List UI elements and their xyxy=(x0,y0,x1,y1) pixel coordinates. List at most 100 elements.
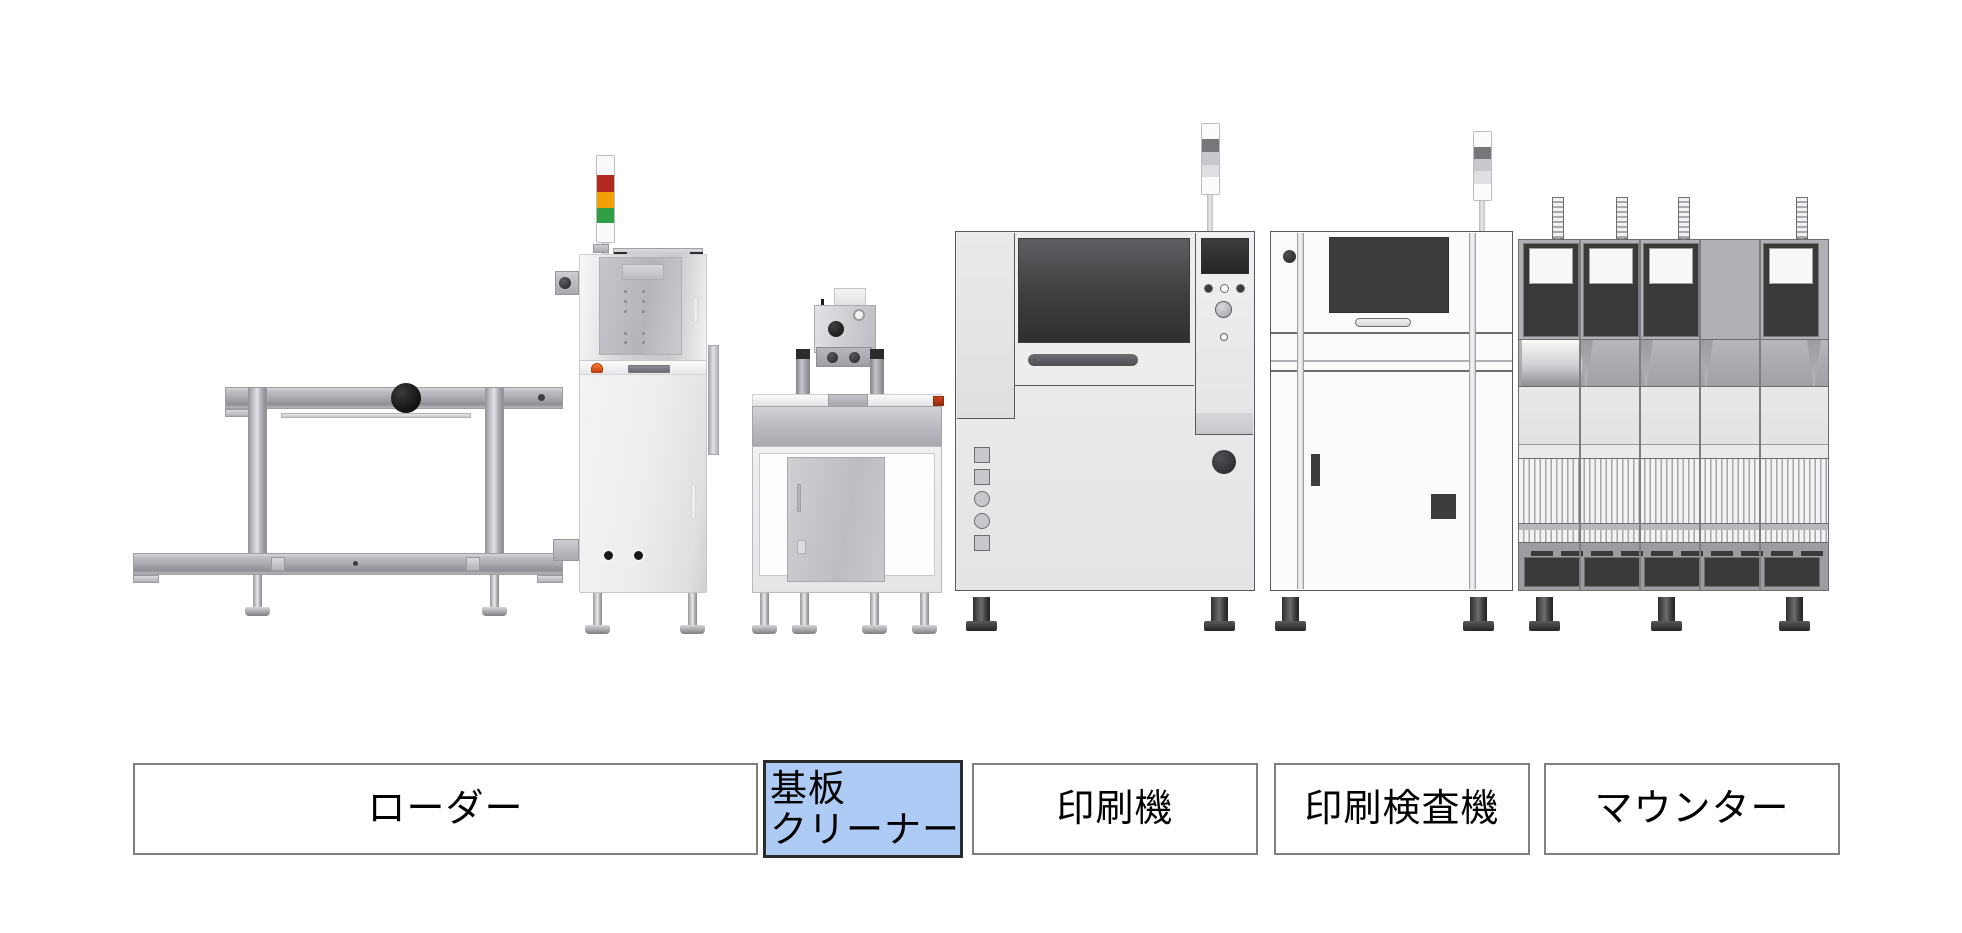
printer-main-button xyxy=(1215,301,1232,318)
mounter-feeder-bank-1 xyxy=(1519,459,1828,524)
mounter-bay-4 xyxy=(1704,557,1760,587)
inspection-signal-tower xyxy=(1473,131,1492,201)
tab-button-print-inspection-label: 印刷検査機 xyxy=(1304,787,1500,830)
mounter-hopper-vee-3 xyxy=(1699,340,1713,386)
mounter-bay-3 xyxy=(1644,557,1700,587)
loader-upper-rail xyxy=(281,413,471,418)
print-inspection-machine-graphic xyxy=(1270,131,1520,631)
head-unit-upper-band xyxy=(752,406,942,447)
head-unit-foot-1 xyxy=(752,593,777,634)
printer-indicator-circle-2 xyxy=(974,513,990,529)
printer-led-1 xyxy=(1204,284,1213,293)
head-unit-door-label xyxy=(797,540,806,554)
mounter-tab-7 xyxy=(1711,551,1733,556)
mounter-tower-4 xyxy=(1796,197,1808,239)
mounter-bay-1 xyxy=(1524,557,1580,587)
mounter-tab-2 xyxy=(1561,551,1583,556)
cleaner-emergency-stop-lamp xyxy=(591,363,603,373)
tab-button-print-inspection[interactable]: 印刷検査機 xyxy=(1274,763,1530,855)
cleaner-inner-panel xyxy=(599,257,682,355)
head-unit-dial xyxy=(853,309,865,321)
head-unit-nozzle-block xyxy=(816,347,872,367)
mounter-module-2 xyxy=(1583,243,1639,337)
mounter-hopper-band xyxy=(1519,340,1828,387)
loader-bracket-right xyxy=(466,557,480,571)
mounter-tab-6 xyxy=(1681,551,1703,556)
cleaner-button-1 xyxy=(602,549,615,562)
mounter-base-bar xyxy=(1519,542,1828,590)
cleaner-button-2 xyxy=(632,549,645,562)
cleaner-body-slot xyxy=(691,484,696,520)
mounter-tab-10 xyxy=(1801,551,1823,556)
loader-machine-graphic xyxy=(133,383,563,616)
mounter-tab-8 xyxy=(1741,551,1763,556)
tab-button-board-cleaner-label-line1: 基板 xyxy=(770,767,846,809)
mounter-foot-3 xyxy=(1779,597,1810,631)
tab-button-printer-label: 印刷機 xyxy=(1056,787,1174,830)
loader-lower-dot xyxy=(353,561,358,566)
printer-tower-pole xyxy=(1207,193,1213,233)
cleaner-main-cabinet xyxy=(579,360,707,593)
loader-foot-left xyxy=(245,575,270,616)
inspection-tower-pole xyxy=(1479,197,1485,233)
loader-sensor-dot xyxy=(538,394,545,401)
cleaner-right-post xyxy=(708,345,719,455)
mounter-divider-2 xyxy=(1639,240,1641,590)
mounter-module-screen-2 xyxy=(1589,248,1633,284)
mounter-module-3 xyxy=(1643,243,1699,337)
head-unit-head-body xyxy=(814,305,876,353)
printer-foot-left xyxy=(966,597,997,631)
tab-button-loader-label: ローダー xyxy=(367,787,524,830)
mounter-bay-2 xyxy=(1584,557,1640,587)
mounter-tower-1 xyxy=(1552,197,1564,239)
mounter-hopper-highlight xyxy=(1522,340,1582,386)
mounter-module-screen-1 xyxy=(1529,248,1573,284)
printer-led-3 xyxy=(1236,284,1245,293)
loader-column-right xyxy=(485,387,504,559)
head-unit-post-cap-left xyxy=(796,349,810,359)
cleaner-side-slot xyxy=(693,297,698,323)
mounter-light-band-2 xyxy=(1519,445,1828,459)
inspection-foot-right xyxy=(1463,597,1494,631)
loader-foot-right xyxy=(482,575,507,616)
loader-lower-plate-right xyxy=(537,575,563,583)
printer-left-panel xyxy=(957,233,1015,419)
mounter-tab-4 xyxy=(1621,551,1643,556)
tab-button-board-cleaner[interactable]: 基板 クリーナー xyxy=(763,760,963,858)
inspection-monitor xyxy=(1329,237,1449,313)
machine-selector-tab-bar: ローダー 基板 クリーナー 印刷機 印刷検査機 マウンター xyxy=(0,740,1962,933)
machine-line-illustration xyxy=(133,123,1829,634)
loader-lower-plate-left xyxy=(133,575,159,583)
inspection-post-left xyxy=(1297,233,1304,589)
head-unit-nozzle-1 xyxy=(827,352,838,363)
tab-button-loader[interactable]: ローダー xyxy=(133,763,758,855)
mounter-main-body xyxy=(1518,239,1829,591)
printer-indicator-circle-1 xyxy=(974,491,990,507)
printer-door-grip xyxy=(1028,354,1138,366)
cleaner-tower-bracket xyxy=(593,244,609,253)
printer-signal-tower xyxy=(1201,123,1220,195)
mounter-tower-3 xyxy=(1678,197,1690,239)
mounter-divider-4 xyxy=(1759,240,1761,590)
tab-button-mounter-label: マウンター xyxy=(1594,787,1790,830)
head-unit-arrow-stem xyxy=(821,299,824,308)
tab-button-printer[interactable]: 印刷機 xyxy=(972,763,1258,855)
cleaner-signal-tower xyxy=(596,155,615,243)
printer-small-button xyxy=(1220,333,1228,341)
mounter-top-module-row xyxy=(1519,240,1828,340)
mounter-module-screen-3 xyxy=(1649,248,1693,284)
mounter-divider-3 xyxy=(1699,240,1701,590)
head-unit-door-panel xyxy=(787,457,885,582)
printer-main-cabinet xyxy=(955,231,1255,591)
printer-led-2 xyxy=(1220,284,1229,293)
printer-control-panel-base xyxy=(1195,413,1253,435)
inspection-post-right xyxy=(1469,233,1476,589)
board-cleaner-machine-graphic xyxy=(553,155,755,634)
inspection-divider-2 xyxy=(1271,360,1512,362)
tab-button-mounter[interactable]: マウンター xyxy=(1544,763,1840,855)
printer-indicator-square-3 xyxy=(974,535,990,551)
mounter-bay-5 xyxy=(1764,557,1820,587)
inspection-access-square xyxy=(1431,494,1456,519)
inspection-divider-1 xyxy=(1271,332,1512,334)
